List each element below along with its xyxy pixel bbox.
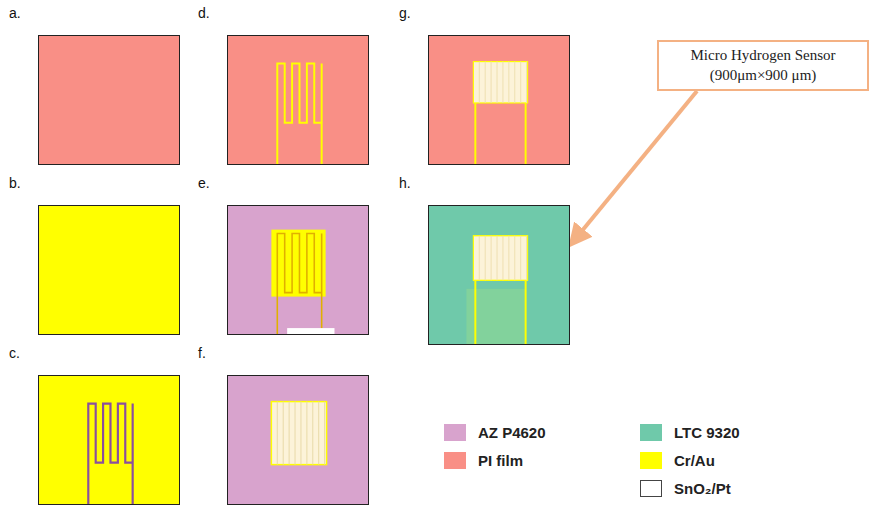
layer-illustration bbox=[228, 376, 368, 504]
process-step-panel: g. bbox=[428, 35, 570, 165]
legend-swatch bbox=[640, 480, 662, 497]
panel-letter: c. bbox=[9, 345, 20, 361]
panel-letter: d. bbox=[198, 5, 210, 21]
layer-illustration bbox=[429, 36, 569, 164]
panel-letter: g. bbox=[399, 5, 411, 21]
legend-label: SnO₂/Pt bbox=[674, 480, 731, 497]
legend-item: SnO₂/Pt bbox=[640, 480, 731, 497]
process-step-panel: e. bbox=[227, 205, 369, 335]
legend-label: Cr/Au bbox=[674, 452, 715, 469]
process-step-panel: b. bbox=[38, 205, 180, 335]
legend-item: AZ P4620 bbox=[444, 424, 546, 441]
process-step-panel: d. bbox=[227, 35, 369, 165]
legend-swatch bbox=[640, 424, 662, 441]
panel-letter: b. bbox=[9, 175, 21, 191]
layer-illustration bbox=[228, 36, 368, 164]
callout-box: Micro Hydrogen Sensor (900μm×900 μm) bbox=[657, 40, 869, 91]
legend-swatch bbox=[640, 452, 662, 469]
process-step-panel: f. bbox=[227, 375, 369, 505]
callout-arrow bbox=[572, 91, 697, 243]
process-step-panel: a. bbox=[38, 35, 180, 165]
legend-label: AZ P4620 bbox=[478, 424, 546, 441]
process-step-panel: h. bbox=[428, 205, 570, 345]
layer-illustration bbox=[228, 206, 368, 334]
legend-swatch bbox=[444, 452, 466, 469]
layer-illustration bbox=[429, 206, 569, 344]
layer-illustration bbox=[39, 36, 179, 164]
legend-item: Cr/Au bbox=[640, 452, 715, 469]
panel-letter: e. bbox=[198, 175, 210, 191]
panel-letter: f. bbox=[198, 345, 206, 361]
legend-item: PI film bbox=[444, 452, 523, 469]
panel-letter: a. bbox=[9, 5, 21, 21]
layer-illustration bbox=[39, 206, 179, 334]
process-step-panel: c. bbox=[38, 375, 180, 505]
panel-letter: h. bbox=[399, 175, 411, 191]
legend-swatch bbox=[444, 424, 466, 441]
legend-label: LTC 9320 bbox=[674, 424, 740, 441]
callout-text: Micro Hydrogen Sensor (900μm×900 μm) bbox=[691, 47, 836, 83]
layer-illustration bbox=[39, 376, 179, 504]
legend-label: PI film bbox=[478, 452, 523, 469]
legend-item: LTC 9320 bbox=[640, 424, 740, 441]
